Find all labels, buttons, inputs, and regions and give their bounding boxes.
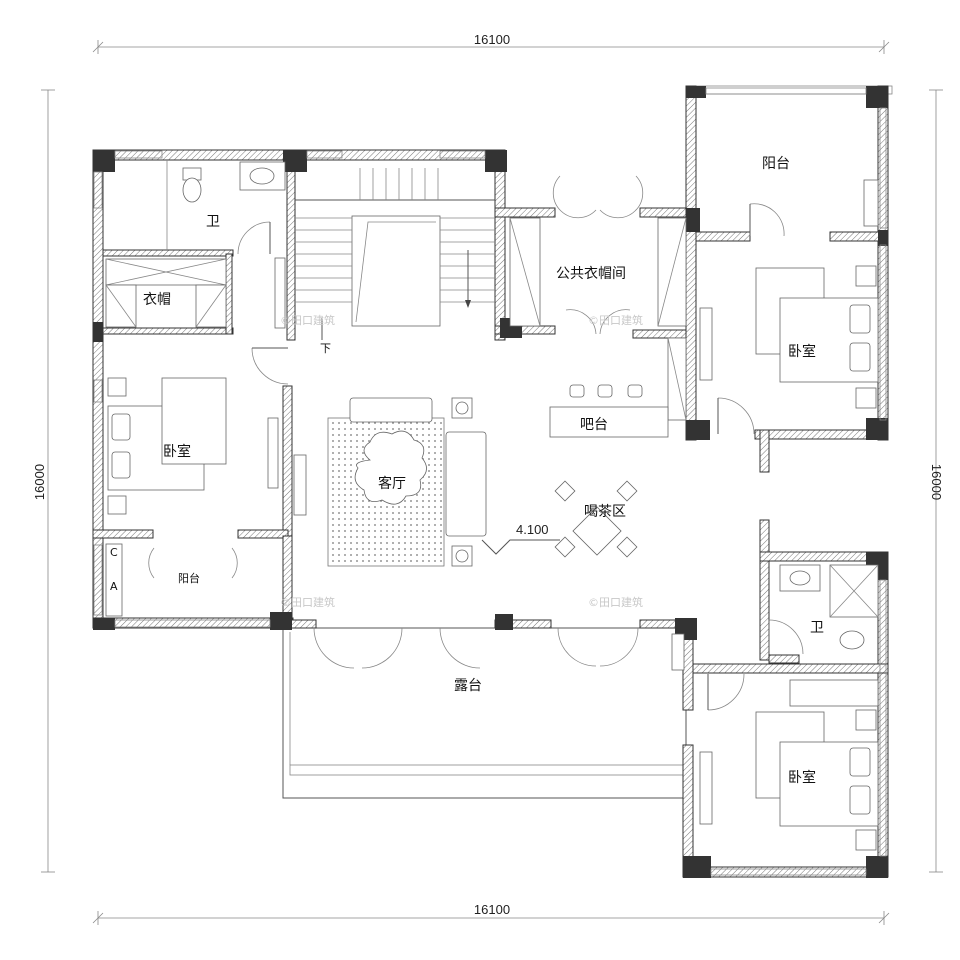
room-label-bath-se: 卫: [810, 620, 824, 636]
room-label-balcony-ne: 阳台: [762, 156, 790, 172]
watermark: ©田口建筑: [588, 595, 643, 609]
ne-balcony-railing: [685, 85, 893, 158]
ne-bedroom-furniture: [699, 179, 879, 409]
watermark: ©田口建筑: [588, 313, 643, 327]
staircase: 下: [295, 168, 495, 355]
dim-bottom: 16100: [474, 902, 510, 917]
doors: [148, 175, 804, 711]
watermark: ©田口建筑: [280, 595, 335, 609]
nw-bath-fixtures: [166, 160, 286, 250]
room-label-bath-nw: 卫: [206, 214, 220, 230]
bar-counter: [549, 384, 669, 438]
wardrobe-shelves: [105, 257, 286, 329]
public-wardrobe-fixtures: [509, 217, 687, 421]
dim-top: 16100: [474, 32, 510, 47]
room-label-bedroom-w: 卧室: [163, 443, 191, 460]
terrace-railing: [282, 627, 687, 799]
cabinet-mark-a: A: [110, 580, 118, 593]
w-balcony-fixtures: C A: [105, 543, 123, 617]
room-label-bar: 吧台: [580, 417, 608, 433]
elevation-mark: 4.100: [481, 522, 560, 555]
room-label-tea-area: 喝茶区: [584, 504, 626, 520]
watermarks: ©田口建筑 ©田口建筑 ©田口建筑 ©田口建筑: [280, 313, 643, 609]
se-bedroom-furniture: [671, 633, 879, 851]
room-label-terrace: 露台: [454, 678, 482, 694]
room-label-bedroom-ne: 卧室: [788, 343, 816, 360]
w-bedroom-furniture: [107, 377, 307, 516]
walls: [92, 85, 889, 878]
room-label-living: 客厅: [378, 475, 406, 492]
cabinet-mark-c: C: [110, 546, 118, 559]
dim-left: 16000: [32, 464, 47, 500]
columns: [93, 86, 888, 878]
living-furniture: [327, 397, 487, 567]
elevation-value: 4.100: [516, 522, 549, 537]
dimension-lines: 16100 16100 16000 16000: [32, 32, 944, 925]
se-bath-fixtures: [779, 564, 879, 650]
watermark: ©田口建筑: [280, 313, 335, 327]
room-labels: 卫 衣帽 卧室 阳台 客厅 公共衣帽间 吧台 喝茶区 阳台 卧室 卫 卧室 露台: [143, 156, 824, 786]
stair-down-label: 下: [320, 342, 331, 355]
tea-table-set: [554, 480, 638, 558]
windows: [93, 87, 887, 876]
room-label-public-wardrobe: 公共衣帽间: [556, 266, 626, 282]
room-label-wardrobe: 衣帽: [143, 292, 171, 308]
room-label-bedroom-se: 卧室: [788, 769, 816, 786]
dim-right: 16000: [929, 464, 944, 500]
room-label-balcony-w: 阳台: [178, 571, 200, 585]
